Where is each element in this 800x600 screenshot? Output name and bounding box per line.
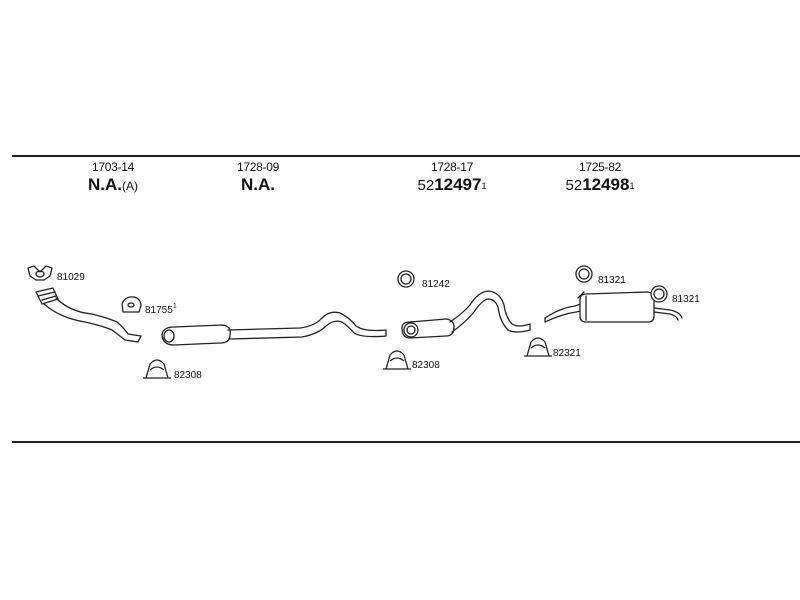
part-reference: N.A.(A) <box>88 175 138 194</box>
part-number: 1725-82 <box>579 160 621 174</box>
part-number: 1703-14 <box>92 160 134 174</box>
sealing-ring-icon <box>397 270 415 288</box>
accessory-label: 81242 <box>422 279 450 290</box>
part-header-middle-silencer: 1728-09 N.A. <box>178 160 338 197</box>
accessory-label: 82321 <box>553 348 581 359</box>
accessory-label: 81029 <box>57 272 85 283</box>
front-pipe-drawing <box>35 287 142 343</box>
accessory-label: 81321 <box>598 275 626 286</box>
center-pipe-drawing <box>401 290 531 339</box>
hanger-ring-icon <box>575 265 593 283</box>
hanger-ring-icon <box>650 285 668 303</box>
rear-silencer-drawing <box>544 291 683 323</box>
accessory-label: 82308 <box>412 360 440 371</box>
flange-gasket-icon <box>27 265 53 281</box>
middle-silencer-drawing <box>161 311 387 346</box>
part-number: 1728-17 <box>431 160 473 174</box>
accessory-label: 82308 <box>174 370 202 381</box>
part-reference: N.A. <box>241 175 275 194</box>
part-number: 1728-09 <box>237 160 279 174</box>
pipe-clamp-icon <box>383 350 411 370</box>
pipe-clamp-icon <box>143 359 171 379</box>
part-reference: 52124971 <box>417 175 487 194</box>
accessory-label: 81321 <box>672 294 700 305</box>
part-reference: 52124981 <box>565 175 635 194</box>
accessory-label: 817551 <box>145 303 177 316</box>
part-header-front-pipe: 1703-14 N.A.(A) <box>33 160 193 197</box>
pipe-clamp-icon <box>524 337 552 357</box>
part-header-center-pipe: 1728-17 52124971 <box>372 160 532 197</box>
top-rule <box>12 155 800 157</box>
part-header-rear-silencer: 1725-82 52124981 <box>520 160 680 197</box>
bottom-rule <box>12 441 800 443</box>
rubber-mount-icon <box>121 296 142 313</box>
